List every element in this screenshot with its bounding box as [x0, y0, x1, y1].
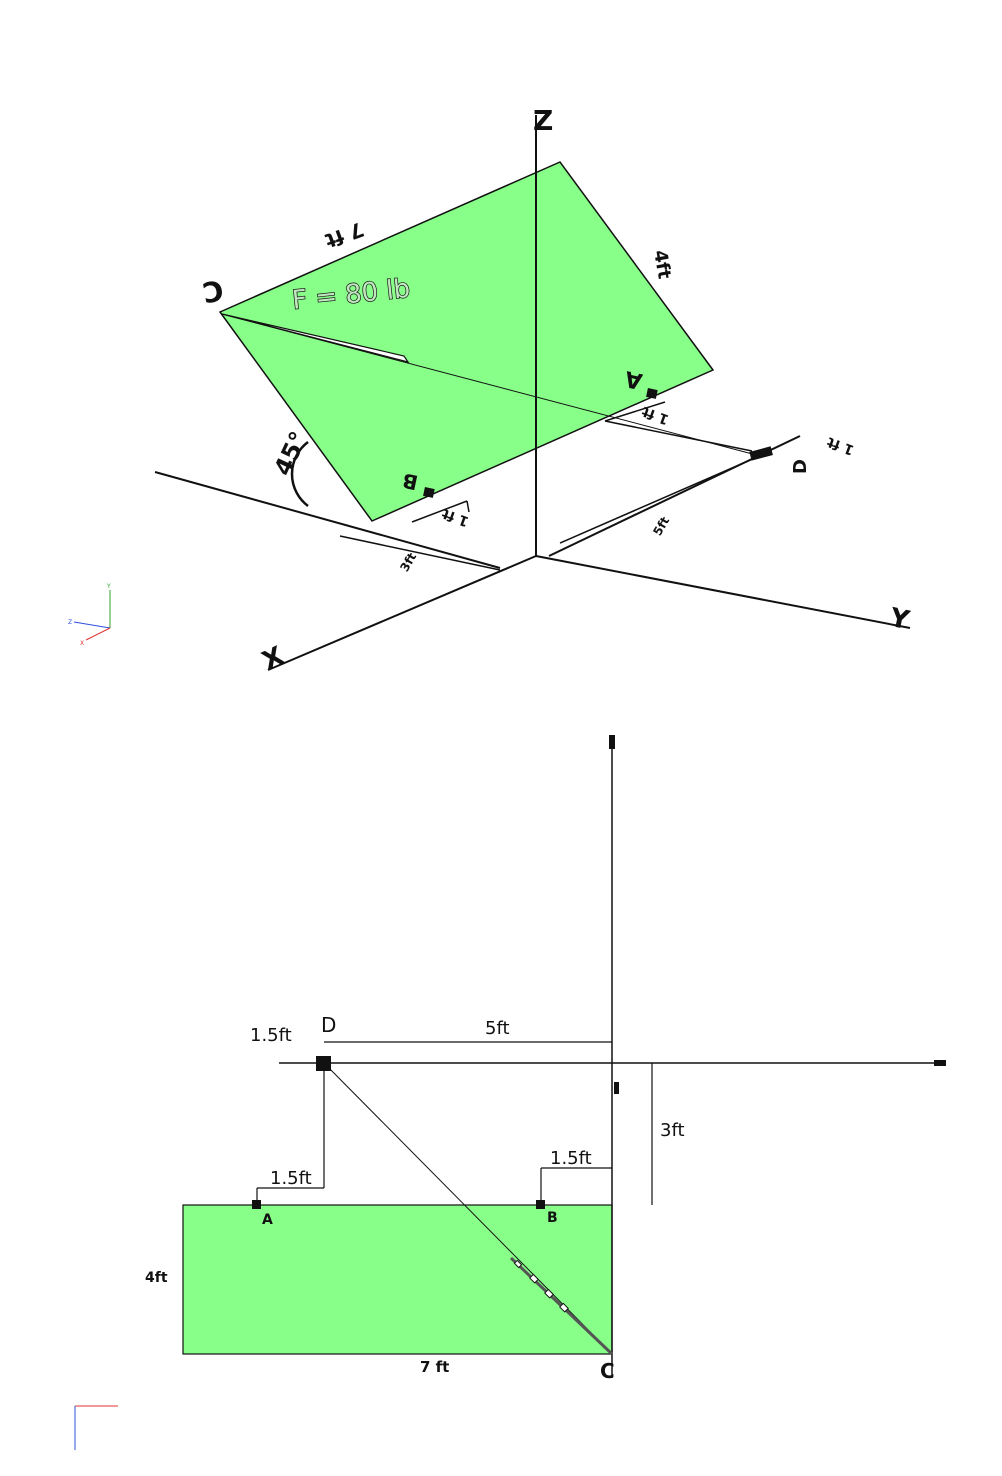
- top-axis-end-marker: [609, 735, 615, 749]
- top-point-d-label: D: [321, 1013, 336, 1037]
- point-b-marker: [423, 487, 435, 498]
- top-axis-right-marker: [934, 1060, 946, 1066]
- top-point-b-label: B: [547, 1210, 558, 1226]
- x-axis: [267, 555, 537, 671]
- dim-line-2: [466, 500, 470, 513]
- top-orientation-triad: [74, 1405, 118, 1450]
- dim-plate-width: 4ft: [649, 248, 675, 281]
- top-plate: [182, 1204, 613, 1355]
- top-dim-a-offset: 1.5ft: [270, 1168, 312, 1189]
- dim-plate-length: 7 ft: [322, 217, 367, 253]
- dim-x-dist: 3ft: [397, 550, 419, 574]
- top-point-c-label: C: [600, 1359, 615, 1383]
- point-c-label: C: [200, 273, 226, 309]
- top-dim-d-left: 1.5ft: [250, 1025, 292, 1046]
- top-force-ticks: [513, 1259, 569, 1313]
- top-axis-small-marker: [614, 1082, 619, 1094]
- dim-y-dist: 5ft: [650, 514, 672, 538]
- point-b-label: B: [400, 468, 420, 495]
- dim-line-6: [339, 535, 501, 571]
- dim-line-4: [604, 420, 753, 452]
- dim-d-offset: 1 ft: [825, 433, 857, 458]
- triad-z-label: Z: [68, 619, 72, 626]
- top-dim-plate-height: 4ft: [145, 1270, 168, 1286]
- top-dim-axis-to-plate: 3ft: [660, 1120, 685, 1141]
- point-a-marker: [646, 388, 658, 399]
- inclined-plate: [218, 161, 715, 522]
- top-point-a-label: A: [262, 1212, 273, 1228]
- force-arrow: [221, 313, 410, 363]
- dim-b-offset: 1 ft: [440, 505, 472, 530]
- z-axis-label: Z: [533, 104, 553, 137]
- angle-label: 45°: [269, 427, 314, 480]
- dim-line-5: [548, 435, 801, 557]
- triad-x-label: X: [80, 640, 84, 647]
- isometric-view: Z Y X C A B D F = 80 lb 45° 7 ft 4ft 1 f…: [68, 104, 913, 677]
- x-axis-label: X: [258, 641, 289, 677]
- angle-arc: [290, 441, 309, 507]
- orientation-triad: Y Z X: [68, 583, 111, 647]
- dim-line-7: [559, 457, 756, 544]
- ground-line: [154, 471, 501, 569]
- top-point-a-marker: [252, 1200, 261, 1209]
- top-point-b-marker: [536, 1200, 545, 1209]
- top-view: 1.5ft D 5ft 3ft 1.5ft 1.5ft A B 4ft 7 ft…: [74, 735, 946, 1450]
- triad-y-label: Y: [106, 583, 111, 590]
- top-dim-d-to-axis: 5ft: [485, 1018, 510, 1039]
- dim-a-offset: 1 ft: [640, 403, 672, 428]
- point-d-label: D: [790, 459, 811, 474]
- y-axis: [535, 555, 911, 629]
- dim-line-1: [411, 500, 468, 523]
- y-axis-label: Y: [886, 603, 913, 637]
- top-dim-plate-width: 7 ft: [420, 1358, 449, 1376]
- dim-line-3: [604, 401, 666, 422]
- top-dim-b-offset: 1.5ft: [550, 1148, 592, 1169]
- point-a-label: A: [623, 365, 645, 393]
